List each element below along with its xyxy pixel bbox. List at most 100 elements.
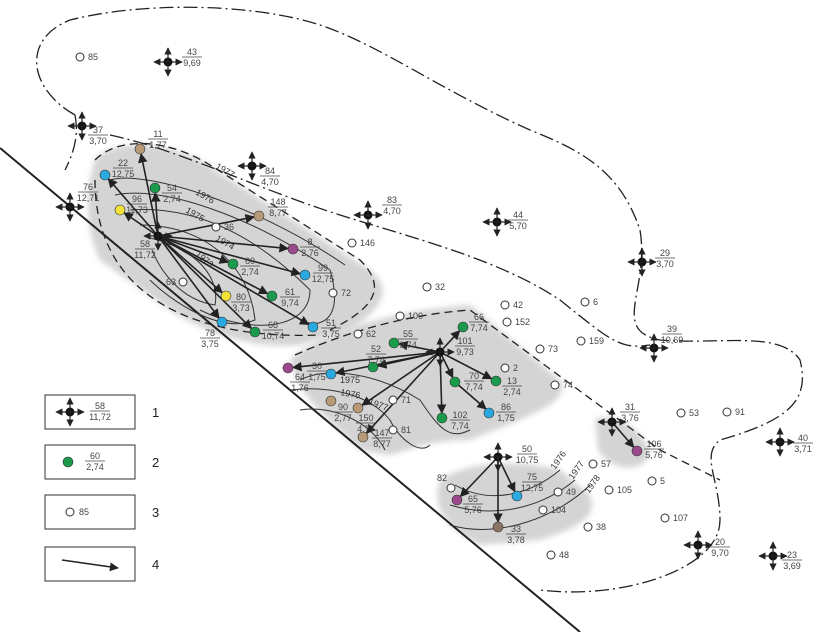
- production-well-icon: [220, 290, 232, 302]
- observation-well-label: 57: [601, 459, 611, 469]
- production-well-label-numerator: 80: [236, 292, 246, 302]
- production-well-label-denominator: 3,75: [201, 339, 219, 349]
- production-well-icon: [134, 143, 146, 155]
- observation-well-72: 72: [328, 288, 351, 298]
- observation-well-icon: [660, 513, 670, 523]
- production-well-label-denominator: 5,76: [645, 450, 663, 460]
- legend-label-denominator: 11,72: [89, 412, 111, 422]
- isochrone-line: [449, 479, 576, 512]
- production-well-label-denominator: 7,74: [451, 421, 469, 431]
- flow-arrow-101-to-147: [365, 351, 441, 435]
- observation-well-label: 159: [589, 336, 604, 346]
- production-well-icon: [227, 258, 239, 270]
- production-well-label-numerator: 51: [326, 318, 336, 328]
- injection-well-label-denominator: 4,70: [261, 177, 279, 187]
- production-well-label-denominator: 7,74: [367, 355, 385, 365]
- production-well-52: 527,74: [366, 344, 386, 373]
- observation-well-icon: [388, 395, 398, 405]
- production-well-label-numerator: 61: [285, 287, 295, 297]
- injection-well-label-numerator: 83: [387, 195, 397, 205]
- production-well-80: 803,73: [220, 290, 251, 313]
- injection-well-label-numerator: 58: [140, 239, 150, 249]
- production-well-66: 667,74: [457, 312, 489, 333]
- production-well-label-denominator: 5,76: [464, 505, 482, 515]
- production-well-icon: [249, 326, 261, 338]
- injection-well-23: 233,69: [758, 541, 802, 571]
- production-well-label-numerator: 65: [468, 494, 478, 504]
- flow-arrow-101-to-30: [334, 351, 441, 377]
- production-well-label-numerator: 96: [132, 194, 142, 204]
- production-well-label-numerator: 86: [501, 402, 511, 412]
- production-well-label-denominator: 2,76: [301, 248, 319, 258]
- observation-well-label: 81: [401, 425, 411, 435]
- observation-well-36: 36: [211, 222, 234, 232]
- observation-well-label: 2: [513, 363, 518, 373]
- injection-well-label-numerator: 40: [798, 433, 808, 443]
- production-well-8: 82,76: [287, 237, 320, 258]
- production-well-label-numerator: 66: [474, 312, 484, 322]
- observation-well-icon: [676, 408, 686, 418]
- isochrone-line: [289, 388, 431, 449]
- production-well-icon: [299, 269, 311, 281]
- injection-well-label-denominator: 3,69: [783, 561, 801, 571]
- observation-well-label: 62: [366, 329, 376, 339]
- observation-well-icon: [500, 363, 510, 373]
- production-well-icon: [149, 182, 161, 194]
- flow-arrow-58-to-96: [123, 212, 159, 237]
- observation-well-icon: [576, 336, 586, 346]
- injection-well-label-numerator: 76: [83, 182, 93, 192]
- production-well-label-numerator: 30: [312, 361, 322, 371]
- flow-arrow-58-to-22: [107, 178, 159, 237]
- injection-well-label-denominator: 4,70: [383, 206, 401, 216]
- observation-well-icon: [347, 238, 357, 248]
- production-well-label-denominator: 2,74: [241, 267, 259, 277]
- observation-well-38: 38: [583, 522, 606, 532]
- observation-well-32: 32: [422, 282, 445, 292]
- production-well-label-numerator: 64: [295, 372, 305, 382]
- observation-well-icon: [353, 329, 363, 339]
- observation-well-85: 85: [75, 52, 98, 62]
- production-well-33: 333,78: [492, 521, 526, 545]
- production-well-icon: [388, 337, 400, 349]
- production-well-label-numerator: 55: [403, 329, 413, 339]
- flow-arrow-58-to-68: [157, 235, 253, 330]
- production-well-label-denominator: 7,74: [465, 382, 483, 392]
- production-well-icon: [451, 494, 463, 506]
- production-well-65: 655,76: [451, 494, 483, 515]
- production-well-icon: [357, 431, 369, 443]
- injection-well-label-denominator: 10,69: [661, 335, 684, 345]
- production-well-label-numerator: 8: [307, 237, 312, 247]
- production-well-icon: [253, 210, 265, 222]
- injection-well-83: 834,70: [353, 195, 402, 230]
- observation-well-label: 105: [617, 485, 632, 495]
- production-well-label-numerator: 78: [205, 328, 215, 338]
- production-well-70: 707,74: [449, 371, 484, 392]
- production-well-label-denominator: 3,75: [322, 329, 340, 339]
- observation-well-42: 42: [500, 300, 523, 310]
- injection-well-label-denominator: 10,75: [516, 455, 539, 465]
- injection-well-label-denominator: 5,70: [509, 221, 527, 231]
- flow-arrow-58-to-80: [157, 235, 223, 294]
- observation-well-label: 5: [660, 476, 665, 486]
- legend-number: 2: [152, 455, 159, 470]
- production-well-label-denominator: 2,74: [503, 387, 521, 397]
- flow-arrow-58-to-148: [157, 213, 256, 237]
- production-well-icon: [99, 169, 111, 181]
- production-well-label-denominator: 9,74: [281, 298, 299, 308]
- flow-arrow-50-to-75: [497, 456, 516, 493]
- observation-well-81: 81: [388, 425, 411, 435]
- observation-well-74: 74: [550, 380, 573, 390]
- production-well-label-denominator: 4,77: [357, 424, 375, 434]
- flow-arrow-58-to-60: [157, 235, 230, 264]
- production-well-label-denominator: 8,77: [269, 208, 287, 218]
- observation-well-icon: [580, 297, 590, 307]
- injection-well-label-numerator: 39: [667, 324, 677, 334]
- production-well-icon: [457, 321, 469, 333]
- isochrone-year-label: 1976: [548, 449, 568, 471]
- injection-well-label-denominator: 3,70: [89, 136, 107, 146]
